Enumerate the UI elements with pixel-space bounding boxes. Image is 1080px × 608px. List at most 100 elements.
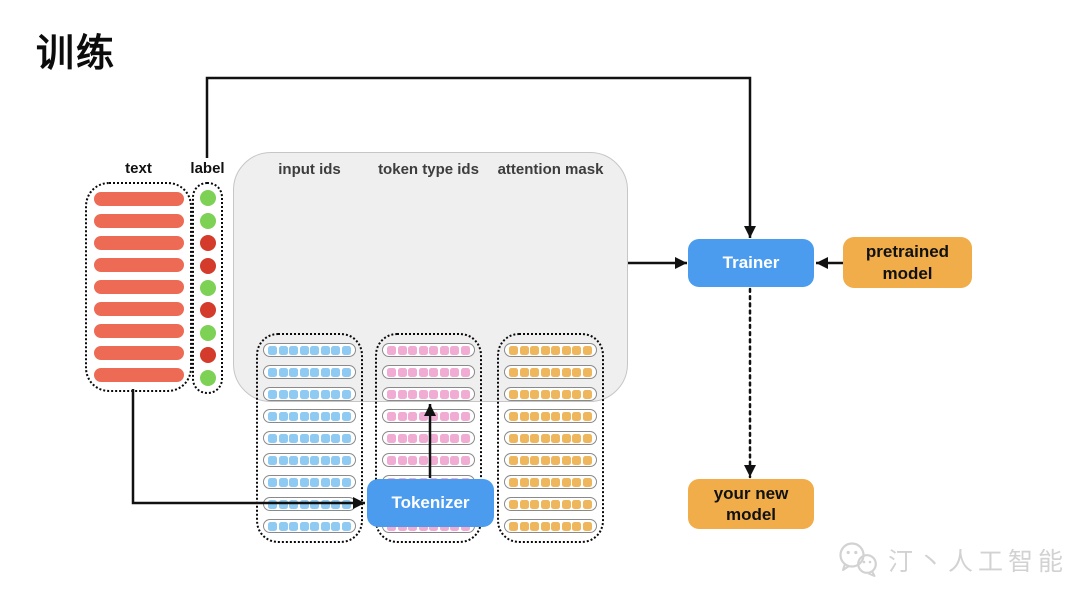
label-dot-green	[199, 369, 216, 386]
token-cell	[289, 433, 299, 443]
token-cell	[551, 521, 561, 531]
token-cell	[278, 345, 288, 355]
pretrained-model-node: pretrained model	[843, 237, 972, 288]
token-cell	[341, 455, 351, 465]
wechat-icon	[839, 542, 877, 577]
token-cell	[530, 411, 540, 421]
token-cell	[450, 433, 460, 443]
token-cell	[439, 411, 449, 421]
token-cell	[561, 411, 571, 421]
token-cell	[418, 411, 428, 421]
token-cell	[561, 477, 571, 487]
token-cell	[450, 367, 460, 377]
token-cell	[310, 411, 320, 421]
token-cell	[310, 389, 320, 399]
token-cell	[429, 389, 439, 399]
token-cell	[289, 521, 299, 531]
token-cell	[551, 477, 561, 487]
token-cell	[289, 455, 299, 465]
token-cell	[418, 345, 428, 355]
token-cell	[519, 411, 529, 421]
token-cell	[582, 521, 592, 531]
token-cell	[540, 345, 550, 355]
text-bar	[93, 346, 184, 360]
label-dot-red	[199, 347, 216, 364]
token-cell	[582, 499, 592, 509]
token-cell	[439, 433, 449, 443]
token-cell	[299, 367, 309, 377]
token-cell	[519, 433, 529, 443]
token-cell	[310, 433, 320, 443]
token-cell	[530, 521, 540, 531]
token-cell	[408, 433, 418, 443]
input-ids-row	[263, 365, 356, 379]
token-cell	[278, 433, 288, 443]
text-bar	[93, 324, 184, 338]
token-cell	[278, 499, 288, 509]
token-cell	[429, 367, 439, 377]
token-cell	[268, 455, 278, 465]
token-cell	[268, 411, 278, 421]
token-cell	[460, 455, 470, 465]
token-cell	[289, 389, 299, 399]
token-cell	[561, 389, 571, 399]
token-cell	[310, 477, 320, 487]
token-cell	[341, 499, 351, 509]
attention-mask-row	[504, 519, 597, 533]
token-cell	[540, 389, 550, 399]
token-cell	[268, 367, 278, 377]
token-cell	[439, 389, 449, 399]
label-dot-green	[199, 279, 216, 296]
token-cell	[310, 345, 320, 355]
label-dot-red	[199, 302, 216, 319]
token-cell	[519, 455, 529, 465]
token-cell	[429, 411, 439, 421]
token-cell	[551, 345, 561, 355]
token-cell	[429, 455, 439, 465]
token-cell	[540, 477, 550, 487]
token-cell	[299, 433, 309, 443]
token-cell	[299, 389, 309, 399]
attention-mask-column	[497, 333, 604, 543]
token-cell	[268, 345, 278, 355]
token-cell	[582, 411, 592, 421]
attention-mask-row	[504, 431, 597, 445]
token-cell	[551, 411, 561, 421]
token-cell	[519, 477, 529, 487]
token-cell	[341, 367, 351, 377]
token-cell	[268, 499, 278, 509]
token-cell	[408, 411, 418, 421]
token-cell	[387, 367, 397, 377]
label-column-header: label	[190, 160, 225, 177]
token-cell	[519, 389, 529, 399]
token-cell	[572, 389, 582, 399]
token-cell	[341, 345, 351, 355]
token-type-ids-row	[382, 453, 475, 467]
token-cell	[408, 345, 418, 355]
input-ids-header: input ids	[278, 161, 341, 178]
token-cell	[561, 499, 571, 509]
token-cell	[439, 367, 449, 377]
token-cell	[341, 411, 351, 421]
token-type-ids-header: token type ids	[378, 161, 479, 178]
token-cell	[460, 345, 470, 355]
token-cell	[289, 345, 299, 355]
your-new-model-node: your new model	[688, 479, 814, 529]
token-cell	[540, 411, 550, 421]
token-cell	[509, 367, 519, 377]
token-cell	[572, 411, 582, 421]
input-ids-row	[263, 475, 356, 489]
token-cell	[341, 433, 351, 443]
token-cell	[530, 455, 540, 465]
token-cell	[460, 389, 470, 399]
token-cell	[551, 433, 561, 443]
text-bar	[93, 214, 184, 228]
token-cell	[551, 389, 561, 399]
token-cell	[439, 455, 449, 465]
token-cell	[278, 455, 288, 465]
token-cell	[341, 389, 351, 399]
input-ids-row	[263, 519, 356, 533]
token-cell	[530, 367, 540, 377]
token-cell	[561, 455, 571, 465]
